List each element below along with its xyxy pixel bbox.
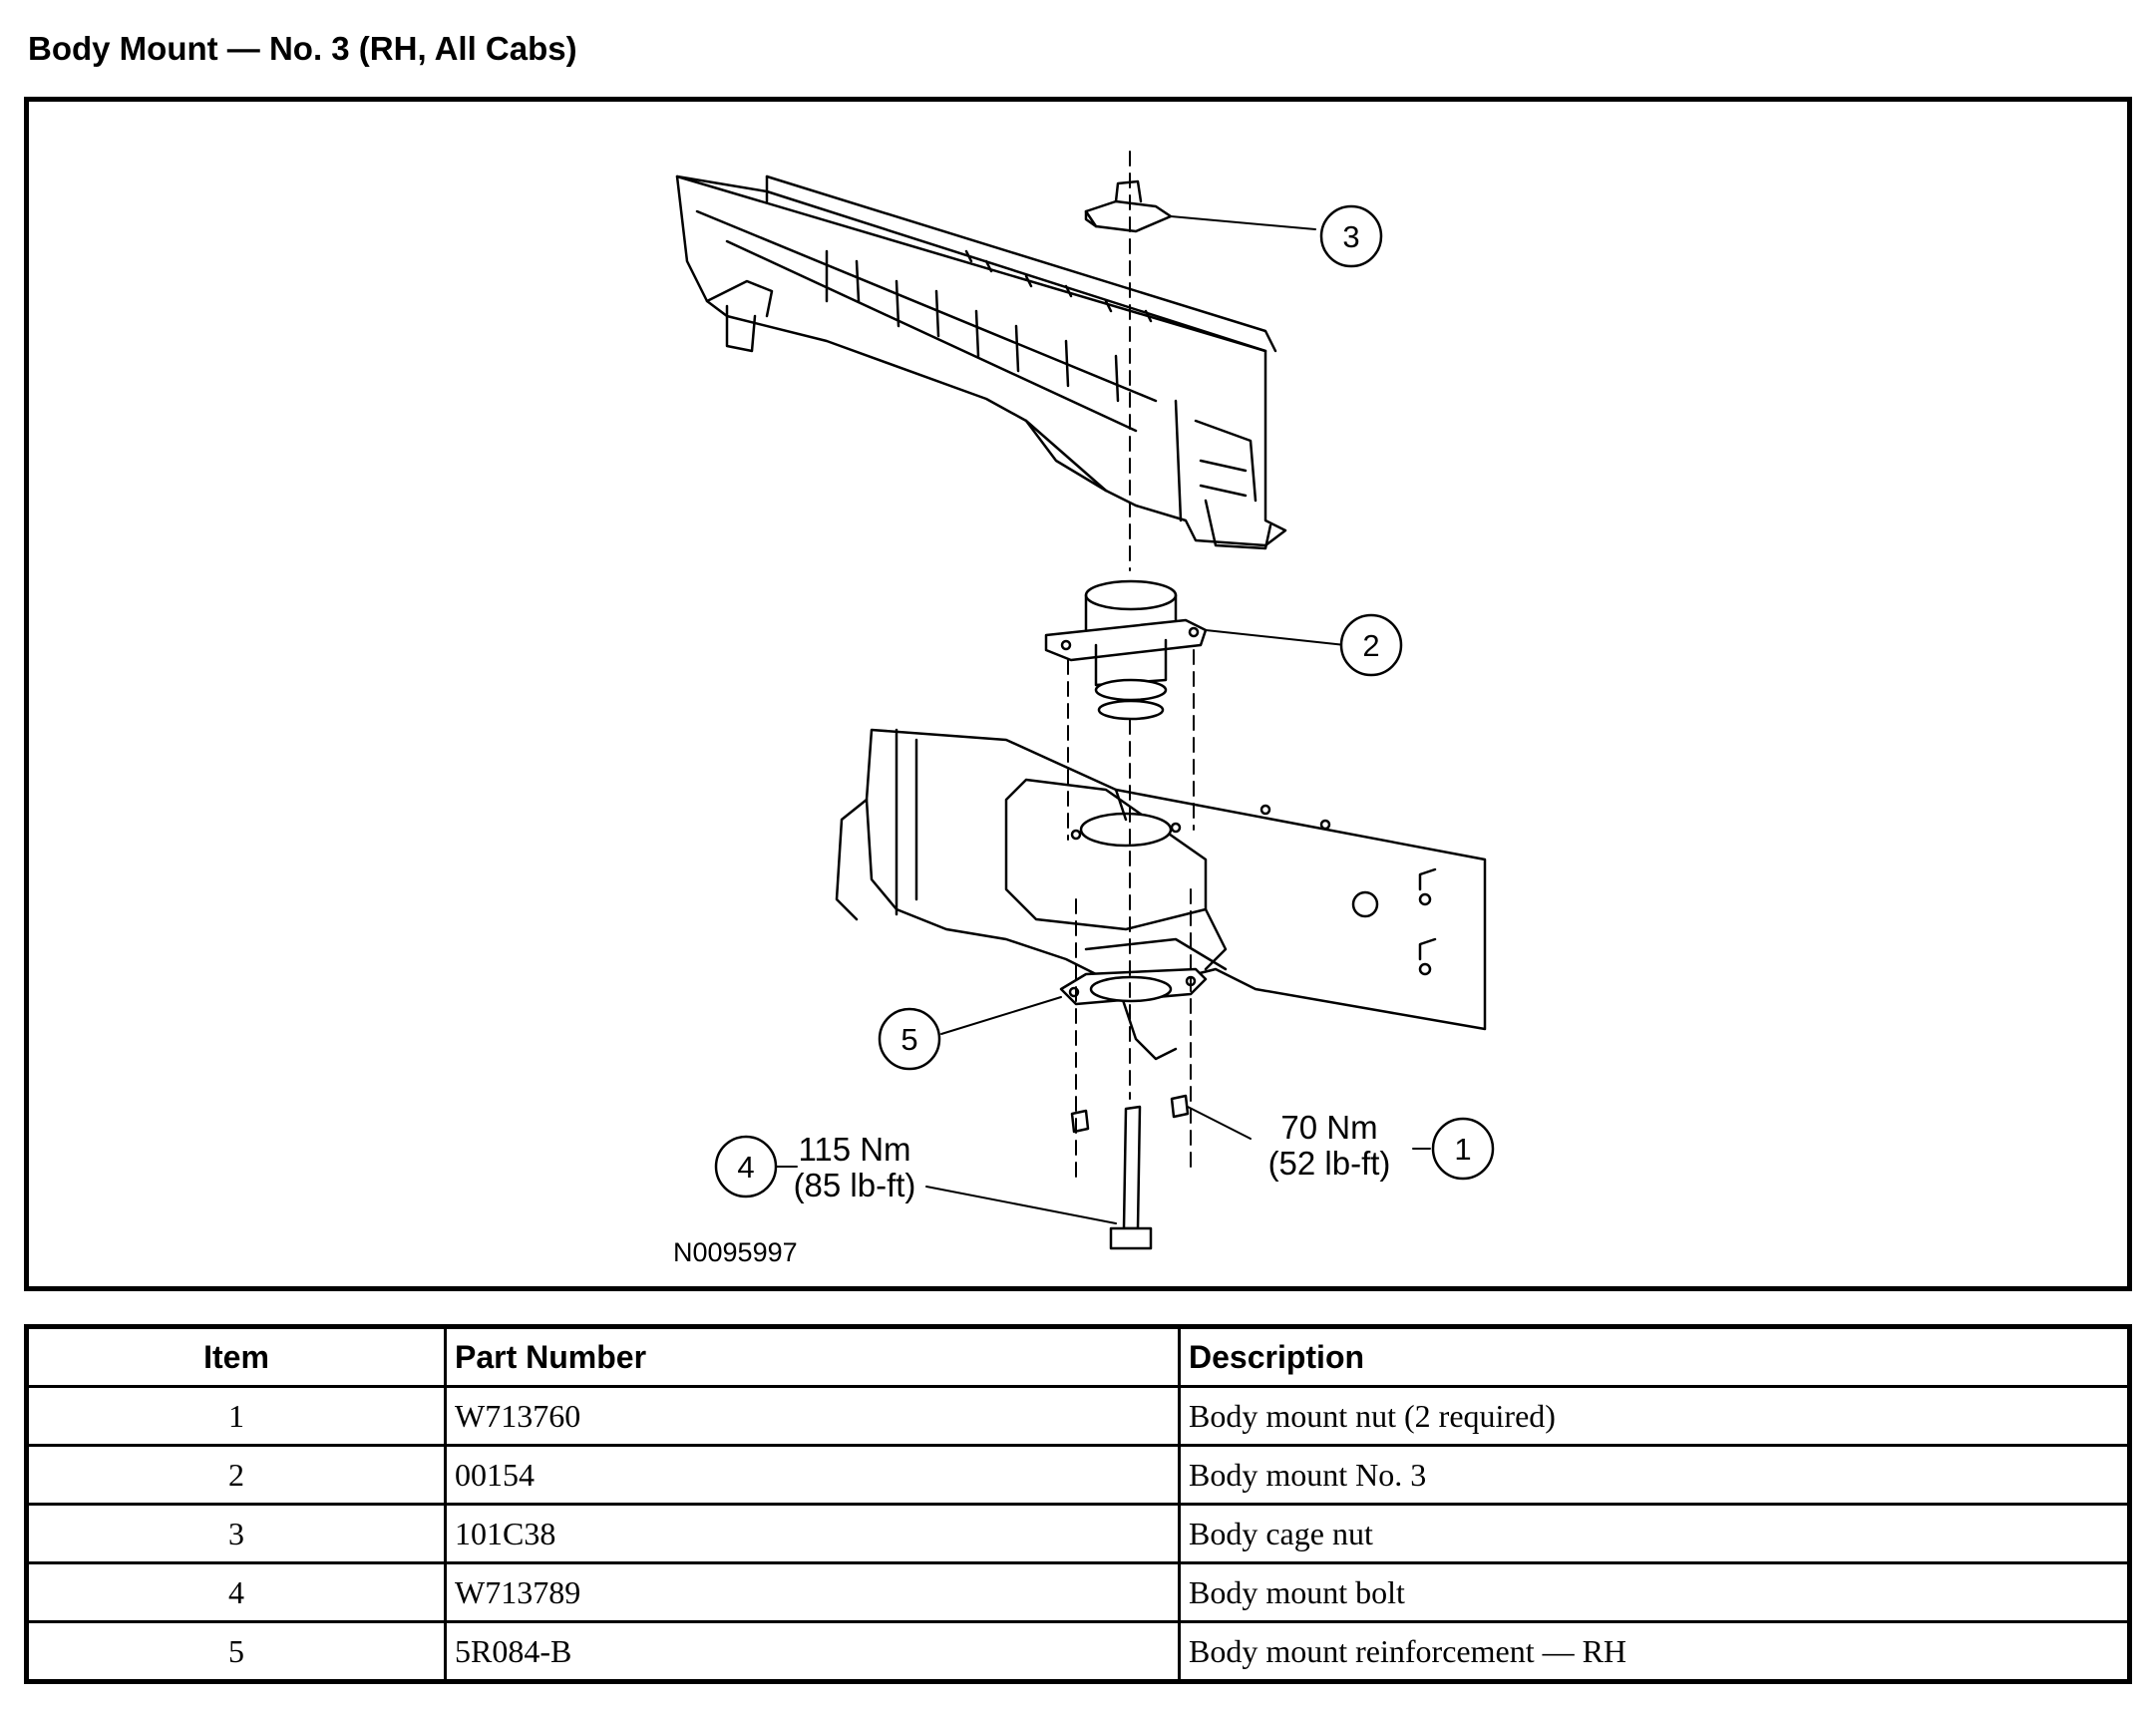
figure-id: N0095997 xyxy=(673,1237,798,1267)
callout-circle-3 xyxy=(1319,204,1383,268)
cell-item: 2 xyxy=(25,1444,447,1506)
cell-part-number: W713760 xyxy=(444,1385,1181,1447)
frame-rail-bracket xyxy=(835,728,1487,1061)
callout-circle-5 xyxy=(878,1007,941,1071)
cell-description: Body mount nut (2 required) xyxy=(1178,1385,2131,1447)
body-mount-insulator xyxy=(1044,579,1208,721)
callout-circle-2 xyxy=(1339,613,1403,677)
table-header-row: Item Part Number Description xyxy=(25,1325,2131,1388)
cell-item: 5 xyxy=(25,1620,447,1683)
cell-part-number: 101C38 xyxy=(444,1503,1181,1564)
table-row: 4 W713789 Body mount bolt xyxy=(25,1561,2131,1623)
cell-part-number: 5R084-B xyxy=(444,1620,1181,1683)
torque-lbft-item-4: (85 lb-ft) xyxy=(794,1167,916,1203)
cell-item: 3 xyxy=(25,1503,447,1564)
callout-number-3: 3 xyxy=(1342,219,1359,254)
exploded-view-illustration: 3 2 5 4 1 115 Nm (85 lb-ft) 70 Nm (52 lb… xyxy=(673,151,1495,1267)
header-part-number: Part Number xyxy=(444,1325,1181,1388)
cell-description: Body mount No. 3 xyxy=(1178,1444,2131,1506)
callout-number-4: 4 xyxy=(737,1150,754,1185)
body-mount-bolt xyxy=(1109,1105,1153,1250)
callout-number-5: 5 xyxy=(900,1022,917,1057)
body-mount-reinforcement xyxy=(1059,967,1208,1006)
torque-lbft-item-1: (52 lb-ft) xyxy=(1268,1145,1391,1182)
callout-number-1: 1 xyxy=(1454,1132,1471,1167)
cell-part-number: 00154 xyxy=(444,1444,1181,1506)
header-description: Description xyxy=(1178,1325,2131,1388)
cell-item: 1 xyxy=(25,1385,447,1447)
cell-description: Body cage nut xyxy=(1178,1503,2131,1564)
page-title: Body Mount — No. 3 (RH, All Cabs) xyxy=(28,30,577,67)
table-row: 1 W713760 Body mount nut (2 required) xyxy=(25,1385,2131,1447)
cell-description: Body mount bolt xyxy=(1178,1561,2131,1623)
torque-nm-item-1: 70 Nm xyxy=(1280,1109,1377,1146)
cell-part-number: W713789 xyxy=(444,1561,1181,1623)
parts-table: Item Part Number Description 1 W713760 B… xyxy=(24,1324,2132,1684)
cell-description: Body mount reinforcement — RH xyxy=(1178,1620,2131,1683)
callout-number-2: 2 xyxy=(1362,628,1379,663)
table-row: 3 101C38 Body cage nut xyxy=(25,1503,2131,1564)
callout-circle-4 xyxy=(714,1135,778,1198)
body-mount-nuts xyxy=(1070,1094,1190,1134)
torque-nm-item-4: 115 Nm xyxy=(798,1131,910,1168)
body-cage-nut xyxy=(1084,179,1173,233)
leader-lines xyxy=(776,215,1431,1224)
table-row: 2 00154 Body mount No. 3 xyxy=(25,1444,2131,1506)
callout-circle-1 xyxy=(1431,1117,1495,1181)
header-item: Item xyxy=(25,1325,447,1388)
cell-item: 4 xyxy=(25,1561,447,1623)
figure-frame: 3 2 5 4 1 115 Nm (85 lb-ft) 70 Nm (52 lb… xyxy=(24,97,2132,1291)
body-floor-crossmember xyxy=(675,174,1287,550)
table-row: 5 5R084-B Body mount reinforcement — RH xyxy=(25,1620,2131,1683)
assembly-centerlines xyxy=(1067,151,1195,1185)
